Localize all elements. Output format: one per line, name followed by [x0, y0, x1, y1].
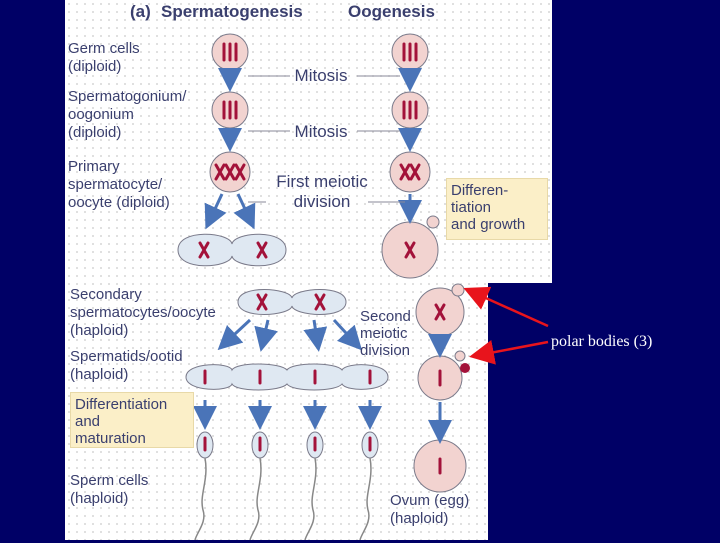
chromosome	[314, 293, 326, 311]
heading-spermatogenesis: Spermatogenesis	[161, 2, 303, 21]
panel-letter: (a)	[130, 2, 151, 21]
flow-arrow	[217, 318, 252, 351]
diagram-figure	[65, 0, 552, 540]
chromosome	[224, 163, 236, 181]
polar-body-4	[460, 363, 470, 373]
secondary-spermatocytes	[237, 289, 347, 315]
chromosome	[434, 303, 446, 321]
step-mitosis-2: Mitosis	[294, 122, 348, 141]
flow-arrow	[254, 319, 278, 352]
flow-arrow	[303, 319, 328, 352]
label-ovum: Ovum (egg)(haploid)	[390, 492, 470, 527]
chromosome	[256, 241, 268, 259]
polar-bodies-annotation: polar bodies (3)	[551, 333, 653, 350]
sperm-tail	[304, 457, 317, 540]
label-spermatids: Spermatids/ootid(haploid)	[70, 348, 183, 383]
polar-body-3	[454, 350, 466, 362]
sperm-tail	[359, 457, 372, 540]
sperm-tail	[194, 457, 207, 540]
chromosome	[256, 293, 268, 311]
chromosome	[234, 163, 246, 181]
label-germ-cells: Germ cells(diploid)	[68, 40, 140, 75]
flow-arrow	[233, 193, 256, 230]
label-sperm: Sperm cells(haploid)	[70, 472, 149, 507]
pointer-arrow-upper	[463, 286, 549, 328]
polar-body-2	[451, 283, 465, 297]
first-division-cell	[177, 233, 287, 267]
chromosome	[198, 241, 210, 259]
chromosome	[409, 163, 421, 181]
flow-arrow	[332, 318, 363, 351]
spermatids-chain	[185, 363, 389, 391]
pointer-arrow-lower	[469, 340, 549, 365]
primary-oocyte-cell	[389, 151, 431, 193]
heading-oogenesis: Oogenesis	[348, 2, 435, 21]
label-spermatogonium: Spermatogonium/oogonium(diploid)	[68, 88, 187, 141]
step-mitosis-1: Mitosis	[294, 66, 348, 85]
chromosome	[214, 163, 226, 181]
chromosome	[399, 163, 411, 181]
sperm-tail	[249, 457, 262, 540]
flow-arrow	[204, 193, 227, 230]
chromosome	[404, 241, 416, 259]
polar-body-1	[426, 215, 440, 229]
